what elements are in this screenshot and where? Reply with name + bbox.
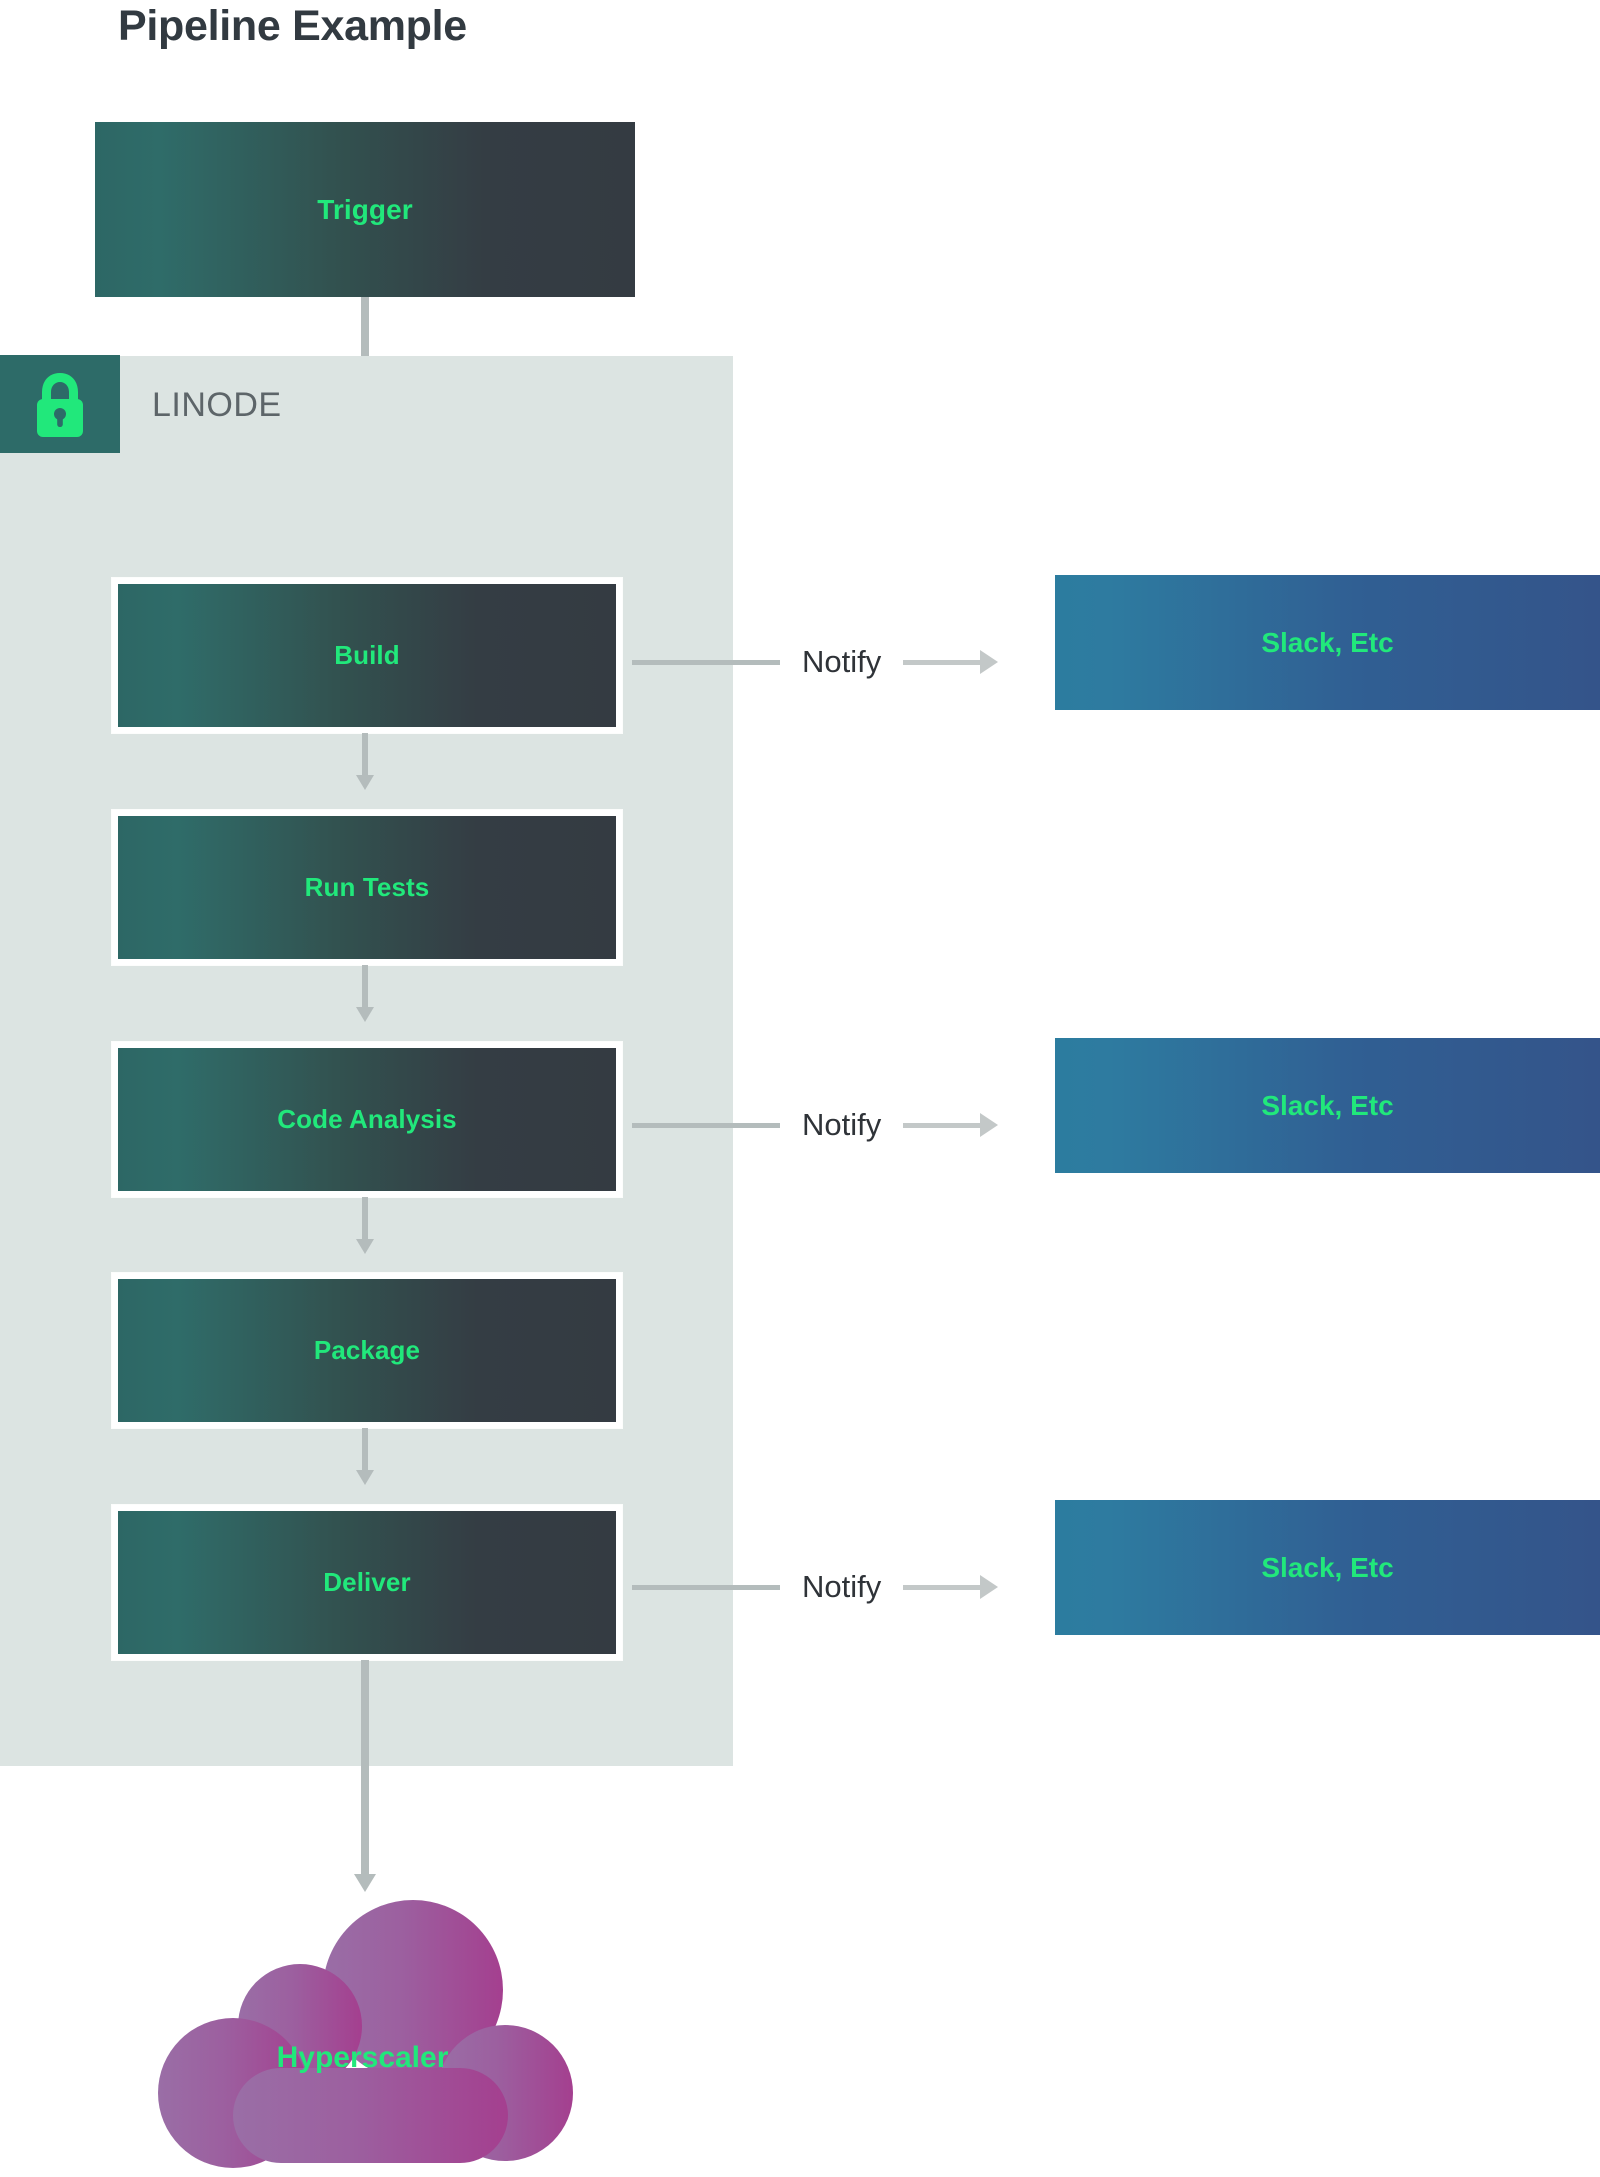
stage-label: Trigger [317,193,413,225]
stage-box-build[interactable]: Build [112,578,622,733]
stage-label: Deliver [323,1567,411,1597]
notify-arrow-right [903,659,982,665]
notify-edge-deliver: Notify [632,1567,982,1607]
stage-box-package[interactable]: Package [112,1273,622,1428]
notify-line-left [632,1122,780,1128]
stage-label: Code Analysis [277,1104,457,1134]
stage-box-trigger[interactable]: Trigger [95,122,635,297]
notify-target-label: Slack, Etc [1261,1089,1394,1121]
notify-target-slack-deliver[interactable]: Slack, Etc [1055,1500,1600,1635]
zone-label: LINODE [152,386,282,424]
notify-target-label: Slack, Etc [1261,626,1394,658]
lock-icon [37,373,83,437]
stage-box-code-analysis[interactable]: Code Analysis [112,1042,622,1197]
arrow-package-to-deliver [362,1428,368,1471]
arrow-deliver-to-hyperscaler [361,1660,369,1875]
notify-arrow-right [903,1584,982,1590]
stage-label: Run Tests [304,872,430,902]
arrow-run-tests-to-code-analysis [362,965,368,1008]
stage-box-run-tests[interactable]: Run Tests [112,810,622,965]
stage-label: Package [313,1335,421,1365]
stage-box-deliver[interactable]: Deliver [112,1505,622,1660]
arrow-build-to-run-tests [362,733,368,776]
notify-arrow-right [903,1122,982,1128]
notify-label: Notify [802,1569,882,1604]
notify-target-label: Slack, Etc [1261,1551,1394,1583]
zone-badge [0,355,120,453]
cloud-icon [158,1900,573,2168]
notify-line-left [632,659,780,665]
notify-line-left [632,1584,780,1590]
cloud-hyperscaler[interactable]: Hyperscaler [145,1878,580,2168]
notify-edge-code-analysis: Notify [632,1105,982,1145]
cloud-label: Hyperscaler [276,2041,449,2074]
page-title: Pipeline Example [118,2,467,50]
stage-label: Build [334,640,400,670]
notify-label: Notify [802,644,882,679]
notify-target-slack-code-analysis[interactable]: Slack, Etc [1055,1038,1600,1173]
arrow-code-analysis-to-package [362,1197,368,1240]
notify-edge-build: Notify [632,642,982,682]
notify-target-slack-build[interactable]: Slack, Etc [1055,575,1600,710]
notify-label: Notify [802,1107,882,1142]
